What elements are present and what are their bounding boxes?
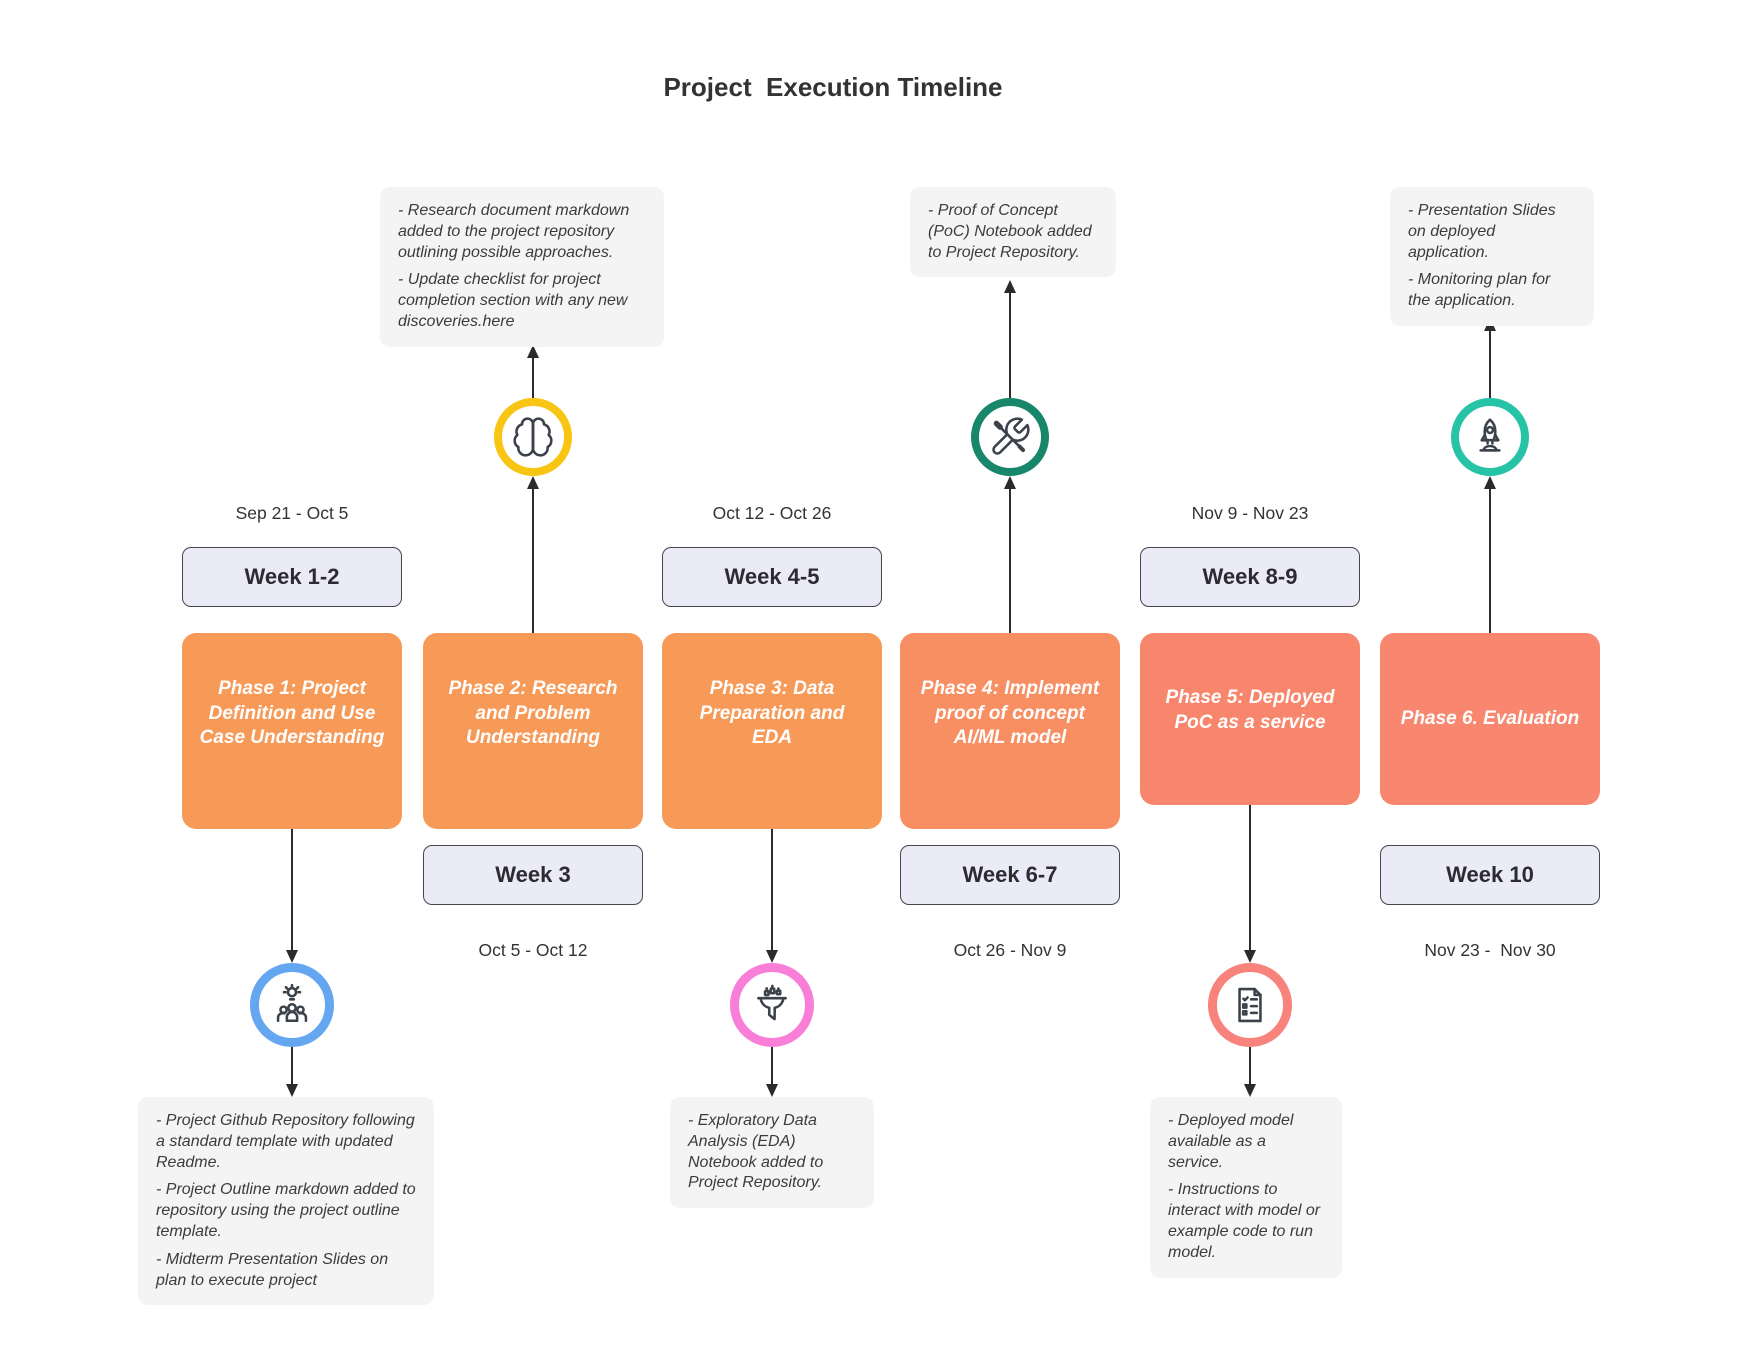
arrow-head-down <box>1243 950 1256 963</box>
arrow-head-down <box>285 1084 298 1097</box>
week-badge: Week 4-5 <box>662 547 882 607</box>
arrow-head-up <box>1483 476 1496 489</box>
note-line: - Instructions to interact with model or… <box>1168 1181 1321 1261</box>
deliverables-note: - Exploratory Data Analysis (EDA) Notebo… <box>670 1097 874 1209</box>
arrow-line <box>1009 489 1011 633</box>
note-line: - Midterm Presentation Slides on plan to… <box>156 1250 389 1289</box>
deliverables-note: - Proof of Concept (PoC) Notebook added … <box>910 187 1116 278</box>
week-badge: Week 10 <box>1380 845 1600 905</box>
note-line: - Presentation Slides on deployed applic… <box>1408 202 1556 261</box>
date-range-label: Nov 9 - Nov 23 <box>1191 503 1309 523</box>
week-badge-label: Week 8-9 <box>1202 564 1298 589</box>
date-range-label: Sep 21 - Oct 5 <box>235 503 349 523</box>
milestone-ring <box>250 963 334 1047</box>
week-badge: Week 8-9 <box>1140 547 1360 607</box>
timeline-column-phase-6: Phase 6. Evaluation Week 10 Nov 23 - Nov… <box>1380 0 1600 1360</box>
arrow-line <box>1009 293 1011 398</box>
phase-box: Phase 3: Data Preparation and EDA <box>662 633 882 829</box>
tools-icon <box>992 417 1030 455</box>
arrow-head-down <box>765 950 778 963</box>
date-range-label: Nov 23 - Nov 30 <box>1424 940 1556 960</box>
arrow-line <box>532 489 534 633</box>
phase-title: Phase 4: Implement proof of concept AI/M… <box>920 677 1100 749</box>
phase-title: Phase 5: Deployed PoC as a service <box>1165 687 1335 733</box>
team-lightbulb-icon <box>276 983 308 1023</box>
milestone-ring <box>730 963 814 1047</box>
deliverables-note: - Project Github Repository following a … <box>138 1097 434 1306</box>
note-line: - Update checklist for project completio… <box>398 271 628 330</box>
deliverables-note: - Deployed model available as a service.… <box>1150 1097 1342 1278</box>
date-range-label: Oct 26 - Nov 9 <box>953 940 1067 960</box>
week-badge-label: Week 10 <box>1446 862 1534 887</box>
phase-title: Phase 1: Project Definition and Use Case… <box>199 677 385 749</box>
week-badge-label: Week 4-5 <box>724 564 820 589</box>
page-title: Project Execution Timeline <box>663 72 1003 102</box>
arrow-line <box>291 829 293 950</box>
brain-icon <box>513 417 553 457</box>
note-line: - Project Outline markdown added to repo… <box>156 1181 416 1240</box>
milestone-ring <box>971 398 1049 476</box>
week-badge: Week 3 <box>423 845 643 905</box>
arrow-head-down <box>765 1084 778 1097</box>
note-line: - Research document markdown added to th… <box>398 202 630 261</box>
timeline-column-phase-5: Nov 9 - Nov 23 Week 8-9 Phase 5: Deploye… <box>1140 0 1360 1360</box>
note-line: - Monitoring plan for the application. <box>1408 271 1551 310</box>
phase-box: Phase 6. Evaluation <box>1380 633 1600 805</box>
arrow-head-up <box>1003 280 1016 293</box>
arrow-line <box>1249 1047 1251 1084</box>
checklist-icon <box>1238 987 1262 1023</box>
arrow-line <box>1249 805 1251 950</box>
milestone-ring <box>494 398 572 476</box>
week-badge: Week 1-2 <box>182 547 402 607</box>
deliverables-note: - Presentation Slides on deployed applic… <box>1390 187 1594 326</box>
week-badge-label: Week 1-2 <box>244 564 340 589</box>
rocket-icon <box>1479 418 1501 452</box>
date-range-label: Oct 5 - Oct 12 <box>478 940 588 960</box>
week-badge: Week 6-7 <box>900 845 1120 905</box>
note-line: - Proof of Concept (PoC) Notebook added … <box>928 202 1092 261</box>
arrow-line <box>1489 489 1491 633</box>
week-badge-label: Week 6-7 <box>962 862 1058 887</box>
milestone-ring <box>1451 398 1529 476</box>
milestone-ring <box>1208 963 1292 1047</box>
arrow-line <box>771 1047 773 1084</box>
arrow-head-up <box>526 345 539 358</box>
phase-box: Phase 2: Research and Problem Understand… <box>423 633 643 829</box>
arrow-line <box>532 358 534 398</box>
timeline-column-phase-2: Phase 2: Research and Problem Understand… <box>423 0 643 1360</box>
arrow-head-down <box>1243 1084 1256 1097</box>
arrow-line <box>1489 331 1491 398</box>
timeline-column-phase-1: Sep 21 - Oct 5 Week 1-2 Phase 1: Project… <box>182 0 402 1360</box>
arrow-head-down <box>285 950 298 963</box>
phase-box: Phase 4: Implement proof of concept AI/M… <box>900 633 1120 829</box>
timeline-column-phase-4: Phase 4: Implement proof of concept AI/M… <box>900 0 1120 1360</box>
arrow-head-up <box>526 476 539 489</box>
funnel-icon <box>757 984 787 1021</box>
arrow-line <box>291 1047 293 1084</box>
note-line: - Exploratory Data Analysis (EDA) Notebo… <box>688 1112 824 1192</box>
note-line: - Project Github Repository following a … <box>156 1112 415 1171</box>
deliverables-note: - Research document markdown added to th… <box>380 187 664 347</box>
phase-title: Phase 6. Evaluation <box>1400 707 1580 729</box>
phase-title: Phase 2: Research and Problem Understand… <box>448 677 618 749</box>
week-badge-label: Week 3 <box>495 862 571 887</box>
phase-title: Phase 3: Data Preparation and EDA <box>699 677 845 749</box>
phase-box: Phase 5: Deployed PoC as a service <box>1140 633 1360 805</box>
note-line: - Deployed model available as a service. <box>1168 1112 1294 1171</box>
arrow-head-up <box>1003 476 1016 489</box>
arrow-line <box>771 829 773 950</box>
date-range-label: Oct 12 - Oct 26 <box>712 503 832 523</box>
timeline-column-phase-3: Oct 12 - Oct 26 Week 4-5 Phase 3: Data P… <box>662 0 882 1360</box>
phase-box: Phase 1: Project Definition and Use Case… <box>182 633 402 829</box>
